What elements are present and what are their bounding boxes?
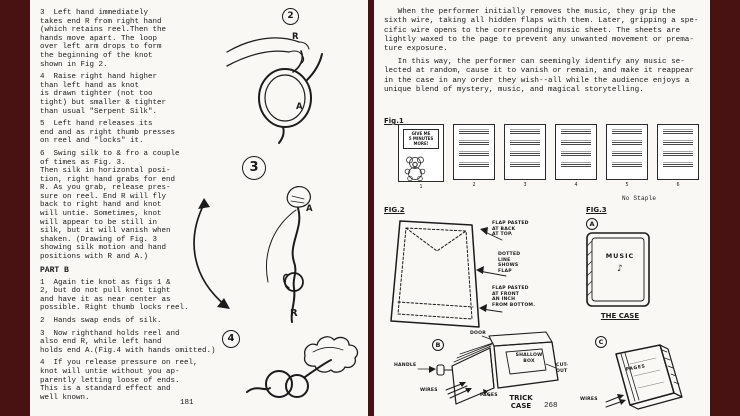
fig3-end-a-label: A <box>306 204 313 214</box>
teddy-bear-icon <box>404 156 426 182</box>
right-page: When the performer initially removes the… <box>374 0 710 416</box>
sheet-number: 3 <box>523 183 527 188</box>
the-case-caption: THE CASE <box>600 312 640 320</box>
fig2-end-a-label: A <box>296 102 303 112</box>
page-number-left: 181 <box>180 399 194 407</box>
music-sheet: 4 <box>555 124 597 188</box>
page-number-right: 268 <box>544 402 558 410</box>
left-page: 3 Left hand immediately takes end R from… <box>30 0 368 416</box>
sheet-number: 6 <box>676 183 680 188</box>
trick-case-caption: TRICK CASE <box>509 394 533 410</box>
sheet-number: 5 <box>625 183 629 188</box>
music-note-icon: ♪ <box>617 264 623 274</box>
figure-3-number: 3 <box>242 156 266 180</box>
paragraph-2: In this way, the performer can seemingly… <box>384 58 694 94</box>
fig3-label: FIG.3 <box>586 206 607 214</box>
fig2-annotation-middle: DOTTED LINE SHOWS FLAP <box>498 252 521 274</box>
fig3-end-r-label: R <box>290 308 298 319</box>
figure-4-number: 4 <box>222 330 240 348</box>
closed-case-drawing <box>605 344 683 410</box>
pages-label-b: PAGES <box>480 393 498 398</box>
cover-sheet: GIVE ME 5 MINUTES MORE! <box>398 124 444 182</box>
sheet-number: 4 <box>574 183 578 188</box>
step-b3: 3 Now righthand holds reel and also end … <box>40 329 216 355</box>
paragraph-1: When the performer initially removes the… <box>384 8 699 54</box>
fig-b-badge: B <box>432 339 444 351</box>
step-a4: 4 Raise right hand higher than left hand… <box>40 73 167 116</box>
fig-c-badge: C <box>595 336 607 348</box>
step-a5: 5 Left hand releases its end and as righ… <box>40 120 176 146</box>
fig1-label: Fig.1 <box>384 117 404 125</box>
fig2-label: FIG.2 <box>384 206 405 214</box>
sheet-number: 1 <box>419 185 423 190</box>
left-text-column: 3 Left hand immediately takes end R from… <box>40 9 222 406</box>
fig3-case-drawing <box>586 232 650 307</box>
fig3-badge-a: A <box>586 218 598 230</box>
step-b1: 1 Again tie knot as figs 1 & 2, but do n… <box>40 278 189 313</box>
music-sheet: 6 <box>657 124 699 188</box>
no-staple-note: No Staple <box>622 195 657 202</box>
music-sheet: 2 <box>453 124 495 188</box>
wires-label-c: WIRES <box>580 397 598 402</box>
sheet-page <box>555 124 597 180</box>
shallow-box-label: SHALLOW BOX <box>515 353 543 364</box>
fig2-annotation-top: FLAP PASTED AT BACK AT TOP. <box>492 221 529 238</box>
cut-out-label: CUT- OUT <box>556 363 569 374</box>
wires-label-b: WIRES <box>420 388 438 393</box>
sign-text: GIVE ME 5 MINUTES MORE! <box>403 129 439 150</box>
step-b2: 2 Hands swap ends of silk. <box>40 317 162 325</box>
handle-label: HANDLE <box>394 363 417 368</box>
music-sheet: 3 <box>504 124 546 188</box>
step-a3: 3 Left hand immediately takes end R from… <box>40 9 167 69</box>
fig2-end-r-label: R <box>292 32 299 42</box>
fig4-knot-drawing <box>246 336 359 398</box>
fig3-swing-silk-drawing <box>193 186 312 323</box>
part-b-heading: PART B <box>40 265 69 275</box>
figure-2-number: 2 <box>282 8 299 25</box>
fig2-hand-loop-drawing <box>226 37 323 144</box>
sheet-page <box>504 124 546 180</box>
step-a6: 6 Swing silk to & fro a couple of times … <box>40 149 180 262</box>
trick-case-drawing <box>417 331 559 405</box>
music-sheet: 5 <box>606 124 648 188</box>
sheet-page <box>453 124 495 180</box>
sheet-number: 2 <box>472 183 476 188</box>
music-case-text: MUSIC <box>605 252 635 260</box>
sheet-page <box>606 124 648 180</box>
music-sheets-row: GIVE ME 5 MINUTES MORE! 1 2 <box>398 124 699 190</box>
door-label: DOOR <box>470 331 486 336</box>
fig2-envelope-drawing <box>390 220 507 328</box>
fig2-annotation-bottom: FLAP PASTED AT FRONT AN INCH FROM BOTTOM… <box>492 286 536 308</box>
sheet-page <box>657 124 699 180</box>
music-sheet-cover: GIVE ME 5 MINUTES MORE! 1 <box>398 124 444 190</box>
step-b4: 4 If you release pressure on reel, knot … <box>40 359 198 402</box>
